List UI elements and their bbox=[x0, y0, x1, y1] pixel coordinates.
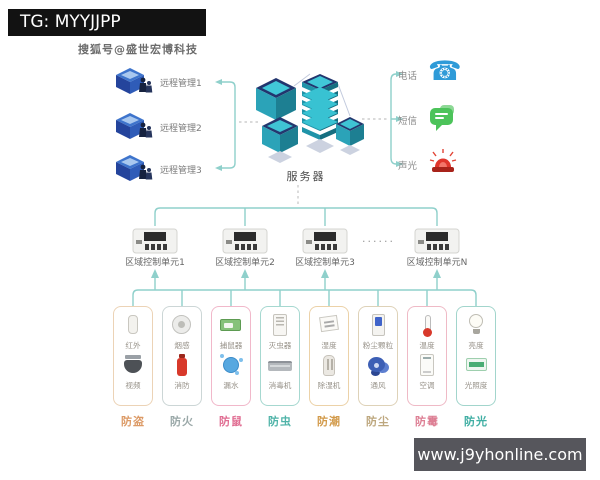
terminal-label: 远程管理2 bbox=[160, 123, 202, 134]
sensor-card-light: 亮度 光照度 bbox=[456, 306, 496, 406]
dehumidifier-icon bbox=[316, 353, 342, 377]
sensor-label: 消毒机 bbox=[268, 381, 292, 390]
siren-icon bbox=[428, 148, 458, 180]
sensor-label: 空调 bbox=[419, 381, 435, 390]
workstation-icon bbox=[116, 68, 153, 94]
remote-terminal-1: 远程管理1 bbox=[114, 65, 202, 99]
dust-sensor-icon bbox=[365, 313, 391, 337]
group-label-moisture: 防潮 bbox=[317, 415, 341, 428]
insect-killer-icon bbox=[267, 313, 293, 337]
phone-icon: ☎ bbox=[428, 56, 462, 87]
control-unit-1 bbox=[132, 226, 178, 260]
sensor-label: 灭虫器 bbox=[268, 341, 292, 350]
sensor-label: 粉尘颗粒 bbox=[362, 341, 394, 350]
sensor-card-anti-theft: 红外 视频 bbox=[113, 306, 153, 406]
infrared-sensor-icon bbox=[120, 313, 146, 337]
group-label-dust: 防尘 bbox=[366, 415, 390, 428]
mouse-trap-icon bbox=[218, 313, 244, 337]
sensor-card-fire: 烟感 消防 bbox=[162, 306, 202, 406]
sensor-label: 烟感 bbox=[174, 341, 190, 350]
sensor-label: 光照度 bbox=[464, 381, 488, 390]
smoke-detector-icon bbox=[169, 313, 195, 337]
remote-terminal-3: 远程管理3 bbox=[114, 152, 202, 186]
control-unit-label: 区域控制单元1 bbox=[125, 258, 185, 268]
tg-badge: TG: MYYJJPP bbox=[8, 9, 206, 36]
control-unit-label: 区域控制单元3 bbox=[295, 258, 355, 268]
group-label-rodent: 防鼠 bbox=[219, 415, 243, 428]
sensor-label: 亮度 bbox=[468, 341, 484, 350]
control-unit-icon bbox=[302, 228, 348, 254]
sensor-label: 除湿机 bbox=[317, 381, 341, 390]
control-unit-2 bbox=[222, 226, 268, 260]
server-stack-icon bbox=[256, 73, 364, 163]
control-unit-icon bbox=[414, 228, 460, 254]
control-unit-label: 区域控制单元2 bbox=[215, 258, 275, 268]
sensor-label: 捕鼠器 bbox=[219, 341, 243, 350]
humidity-sensor-icon bbox=[316, 313, 342, 337]
workstation-icon bbox=[116, 155, 153, 181]
watermark: 搜狐号@盛世宏博科技 bbox=[78, 43, 198, 56]
control-unit-icon bbox=[132, 228, 178, 254]
fire-extinguisher-icon bbox=[169, 353, 195, 377]
sensor-label: 视频 bbox=[125, 381, 141, 390]
air-conditioner-icon bbox=[414, 353, 440, 377]
water-leak-icon bbox=[218, 353, 244, 377]
sms-icon bbox=[428, 104, 458, 138]
sensor-card-mold: 温度 空调 bbox=[407, 306, 447, 406]
sensor-card-rodent: 捕鼠器 漏水 bbox=[211, 306, 251, 406]
units-ellipsis: ······ bbox=[362, 235, 395, 248]
remote-terminal-2: 远程管理2 bbox=[114, 110, 202, 144]
brightness-bulb-icon bbox=[463, 313, 489, 337]
control-unit-label: 区域控制单元N bbox=[406, 258, 468, 268]
website-banner: www.j9yhonline.com bbox=[414, 438, 586, 471]
group-label-fire: 防火 bbox=[170, 415, 194, 428]
sensor-card-dust: 粉尘颗粒 通风 bbox=[358, 306, 398, 406]
control-unit-n bbox=[414, 226, 460, 260]
sensor-card-insect: 灭虫器 消毒机 bbox=[260, 306, 300, 406]
group-label-anti-theft: 防盗 bbox=[121, 415, 145, 428]
terminal-label: 远程管理3 bbox=[160, 165, 202, 176]
alert-label-siren: 声光 bbox=[398, 161, 418, 172]
group-label-insect: 防虫 bbox=[268, 415, 292, 428]
sensor-label: 红外 bbox=[125, 341, 141, 350]
sensor-card-moisture: 湿度 除湿机 bbox=[309, 306, 349, 406]
ventilation-fan-icon bbox=[365, 353, 391, 377]
temperature-sensor-icon bbox=[414, 313, 440, 337]
sensor-label: 湿度 bbox=[321, 341, 337, 350]
alert-label-sms: 短信 bbox=[398, 116, 418, 127]
group-label-light: 防光 bbox=[464, 415, 488, 428]
sensor-label: 消防 bbox=[174, 381, 190, 390]
video-camera-icon bbox=[120, 353, 146, 377]
disinfector-icon bbox=[267, 353, 293, 377]
sensor-label: 温度 bbox=[419, 341, 435, 350]
server-label: 服务器 bbox=[286, 170, 326, 183]
workstation-icon bbox=[116, 113, 153, 139]
sensor-label: 漏水 bbox=[223, 381, 239, 390]
sensor-label: 通风 bbox=[370, 381, 386, 390]
terminal-label: 远程管理1 bbox=[160, 78, 202, 89]
group-label-mold: 防霉 bbox=[415, 415, 439, 428]
control-unit-icon bbox=[222, 228, 268, 254]
control-unit-3 bbox=[302, 226, 348, 260]
alert-label-phone: 电话 bbox=[398, 71, 418, 82]
illuminance-meter-icon bbox=[463, 353, 489, 377]
